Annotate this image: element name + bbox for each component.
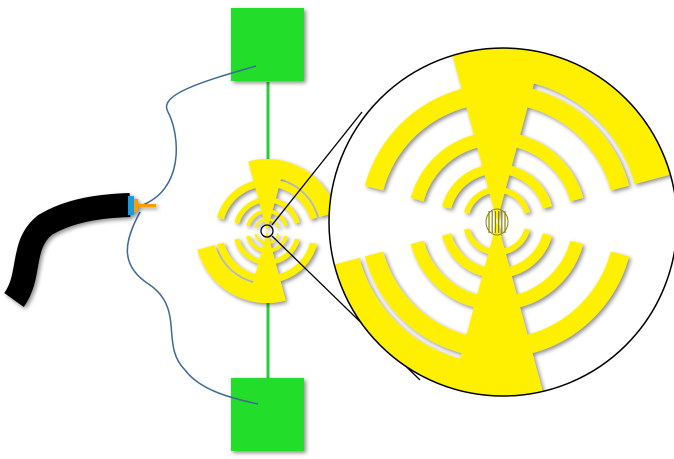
small-antenna	[197, 159, 337, 303]
arc-tooth	[234, 238, 276, 265]
arc-tooth	[410, 240, 521, 311]
arc-tooth	[473, 131, 584, 202]
arc-tooth	[216, 242, 281, 283]
arc-tooth	[263, 218, 280, 229]
arc-tooth	[463, 228, 506, 256]
cable-body	[3, 193, 131, 308]
arc-tooth	[447, 48, 674, 185]
zoom-source-circle	[260, 224, 274, 238]
arc-tooth	[364, 251, 533, 358]
arc-tooth	[248, 159, 337, 218]
arc-tooth	[261, 209, 288, 227]
bottom-wire	[126, 211, 259, 405]
arc-tooth	[461, 84, 630, 191]
connector-blue-band	[128, 196, 134, 215]
connector-tip	[138, 204, 156, 207]
top-wire	[139, 65, 257, 207]
arc-tooth	[329, 257, 547, 396]
bolometer-detector	[485, 208, 509, 236]
arc-tooth	[197, 244, 286, 303]
arc-tooth	[488, 186, 531, 214]
top-pad	[231, 8, 304, 81]
arc-tooth	[482, 164, 553, 209]
arc-tooth	[441, 233, 512, 278]
arc-tooth	[246, 235, 273, 253]
bottom-pad	[231, 378, 304, 451]
arc-tooth	[258, 197, 300, 224]
arc-tooth	[254, 233, 271, 244]
magnifier	[328, 47, 674, 397]
magnifier-outline	[328, 47, 674, 397]
coaxial-cable	[3, 193, 156, 308]
zoom-line-top	[271, 111, 363, 226]
connector-orange-band	[134, 199, 138, 212]
magnified-antenna	[329, 48, 674, 396]
arc-tooth	[253, 179, 318, 220]
meander-outline	[485, 208, 509, 236]
